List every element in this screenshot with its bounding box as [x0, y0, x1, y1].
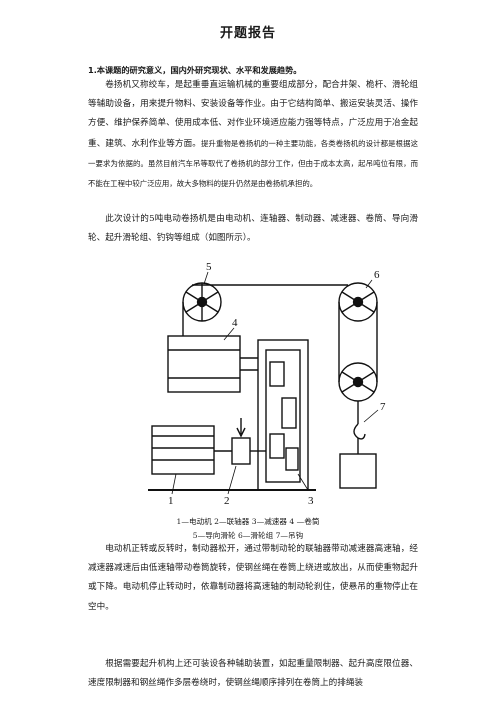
gear-3: [269, 433, 285, 459]
paragraph-composition: 此次设计的5吨电动卷扬机是由电动机、连轴器、制动器、减速器、卷筒、导向滑轮、起升…: [88, 214, 418, 244]
leader-2: [227, 465, 237, 495]
leader-7: [363, 409, 379, 423]
paragraph-operation: 电动机正转或反转时，制动器松开，通过带制动轮的联轴器带动减速器高速轴，经减速器减…: [88, 544, 418, 612]
paragraph-intro-part1: 卷扬机又称绞车，是起重垂直运输机械的重要组成部分，配合井架、桅杆、滑轮组等辅助设…: [88, 80, 418, 149]
load-block: [339, 453, 377, 489]
paragraph-intro: 卷扬机又称绞车，是起重垂直运输机械的重要组成部分，配合井架、桅杆、滑轮组等辅助设…: [88, 76, 418, 194]
hook-shape: [353, 423, 366, 440]
pulley-block-top-spoke-b: [341, 291, 375, 313]
drum-body: [167, 335, 241, 393]
gear-2: [281, 397, 297, 429]
leader-4: [223, 327, 235, 341]
figure-caption-line-1: 1—电动机 2—联轴器 3—减速器 4 —卷筒: [176, 517, 320, 526]
page-title: 开题报告: [219, 26, 276, 41]
callout-1: 1: [168, 495, 174, 507]
callout-4: 4: [232, 317, 238, 329]
gear-1: [269, 361, 285, 387]
callout-3: 3: [308, 495, 314, 507]
paragraph-auxiliary: 根据需要起升机构上还可装设各种辅助装置，如起重量限制器、起升高度限位器、速度限制…: [88, 659, 418, 689]
motor-body: [151, 425, 215, 475]
brake-arrow-head: [236, 427, 246, 438]
pulley-block-bottom-spoke-b: [341, 371, 375, 393]
leader-3: [297, 473, 309, 491]
section-heading: 1.本课题的研究意义，国内外研究现状、水平和发展趋势。: [88, 65, 302, 75]
winch-diagram: 1 2 3 4 5 6 7: [148, 258, 414, 508]
coupling-body: [231, 437, 251, 465]
callout-6: 6: [374, 269, 380, 281]
paragraph-intro-part2: 提升重物是卷扬机的一种主要功能，各类卷扬机的设计都是根据这一要求为依据的。虽然目…: [88, 138, 418, 189]
leader-6: [365, 279, 373, 289]
callout-7: 7: [380, 401, 386, 413]
callout-5: 5: [206, 261, 212, 273]
reducer-inner: [265, 349, 301, 483]
gear-4: [285, 447, 299, 471]
leader-5: [203, 271, 209, 285]
callout-2: 2: [224, 495, 230, 507]
figure-caption-line-2: 5—导向滑轮 6—滑轮组 7—吊钩: [192, 531, 304, 540]
winch-diagram-svg: 1 2 3 4 5 6 7: [148, 261, 386, 507]
leader-1: [171, 473, 177, 495]
